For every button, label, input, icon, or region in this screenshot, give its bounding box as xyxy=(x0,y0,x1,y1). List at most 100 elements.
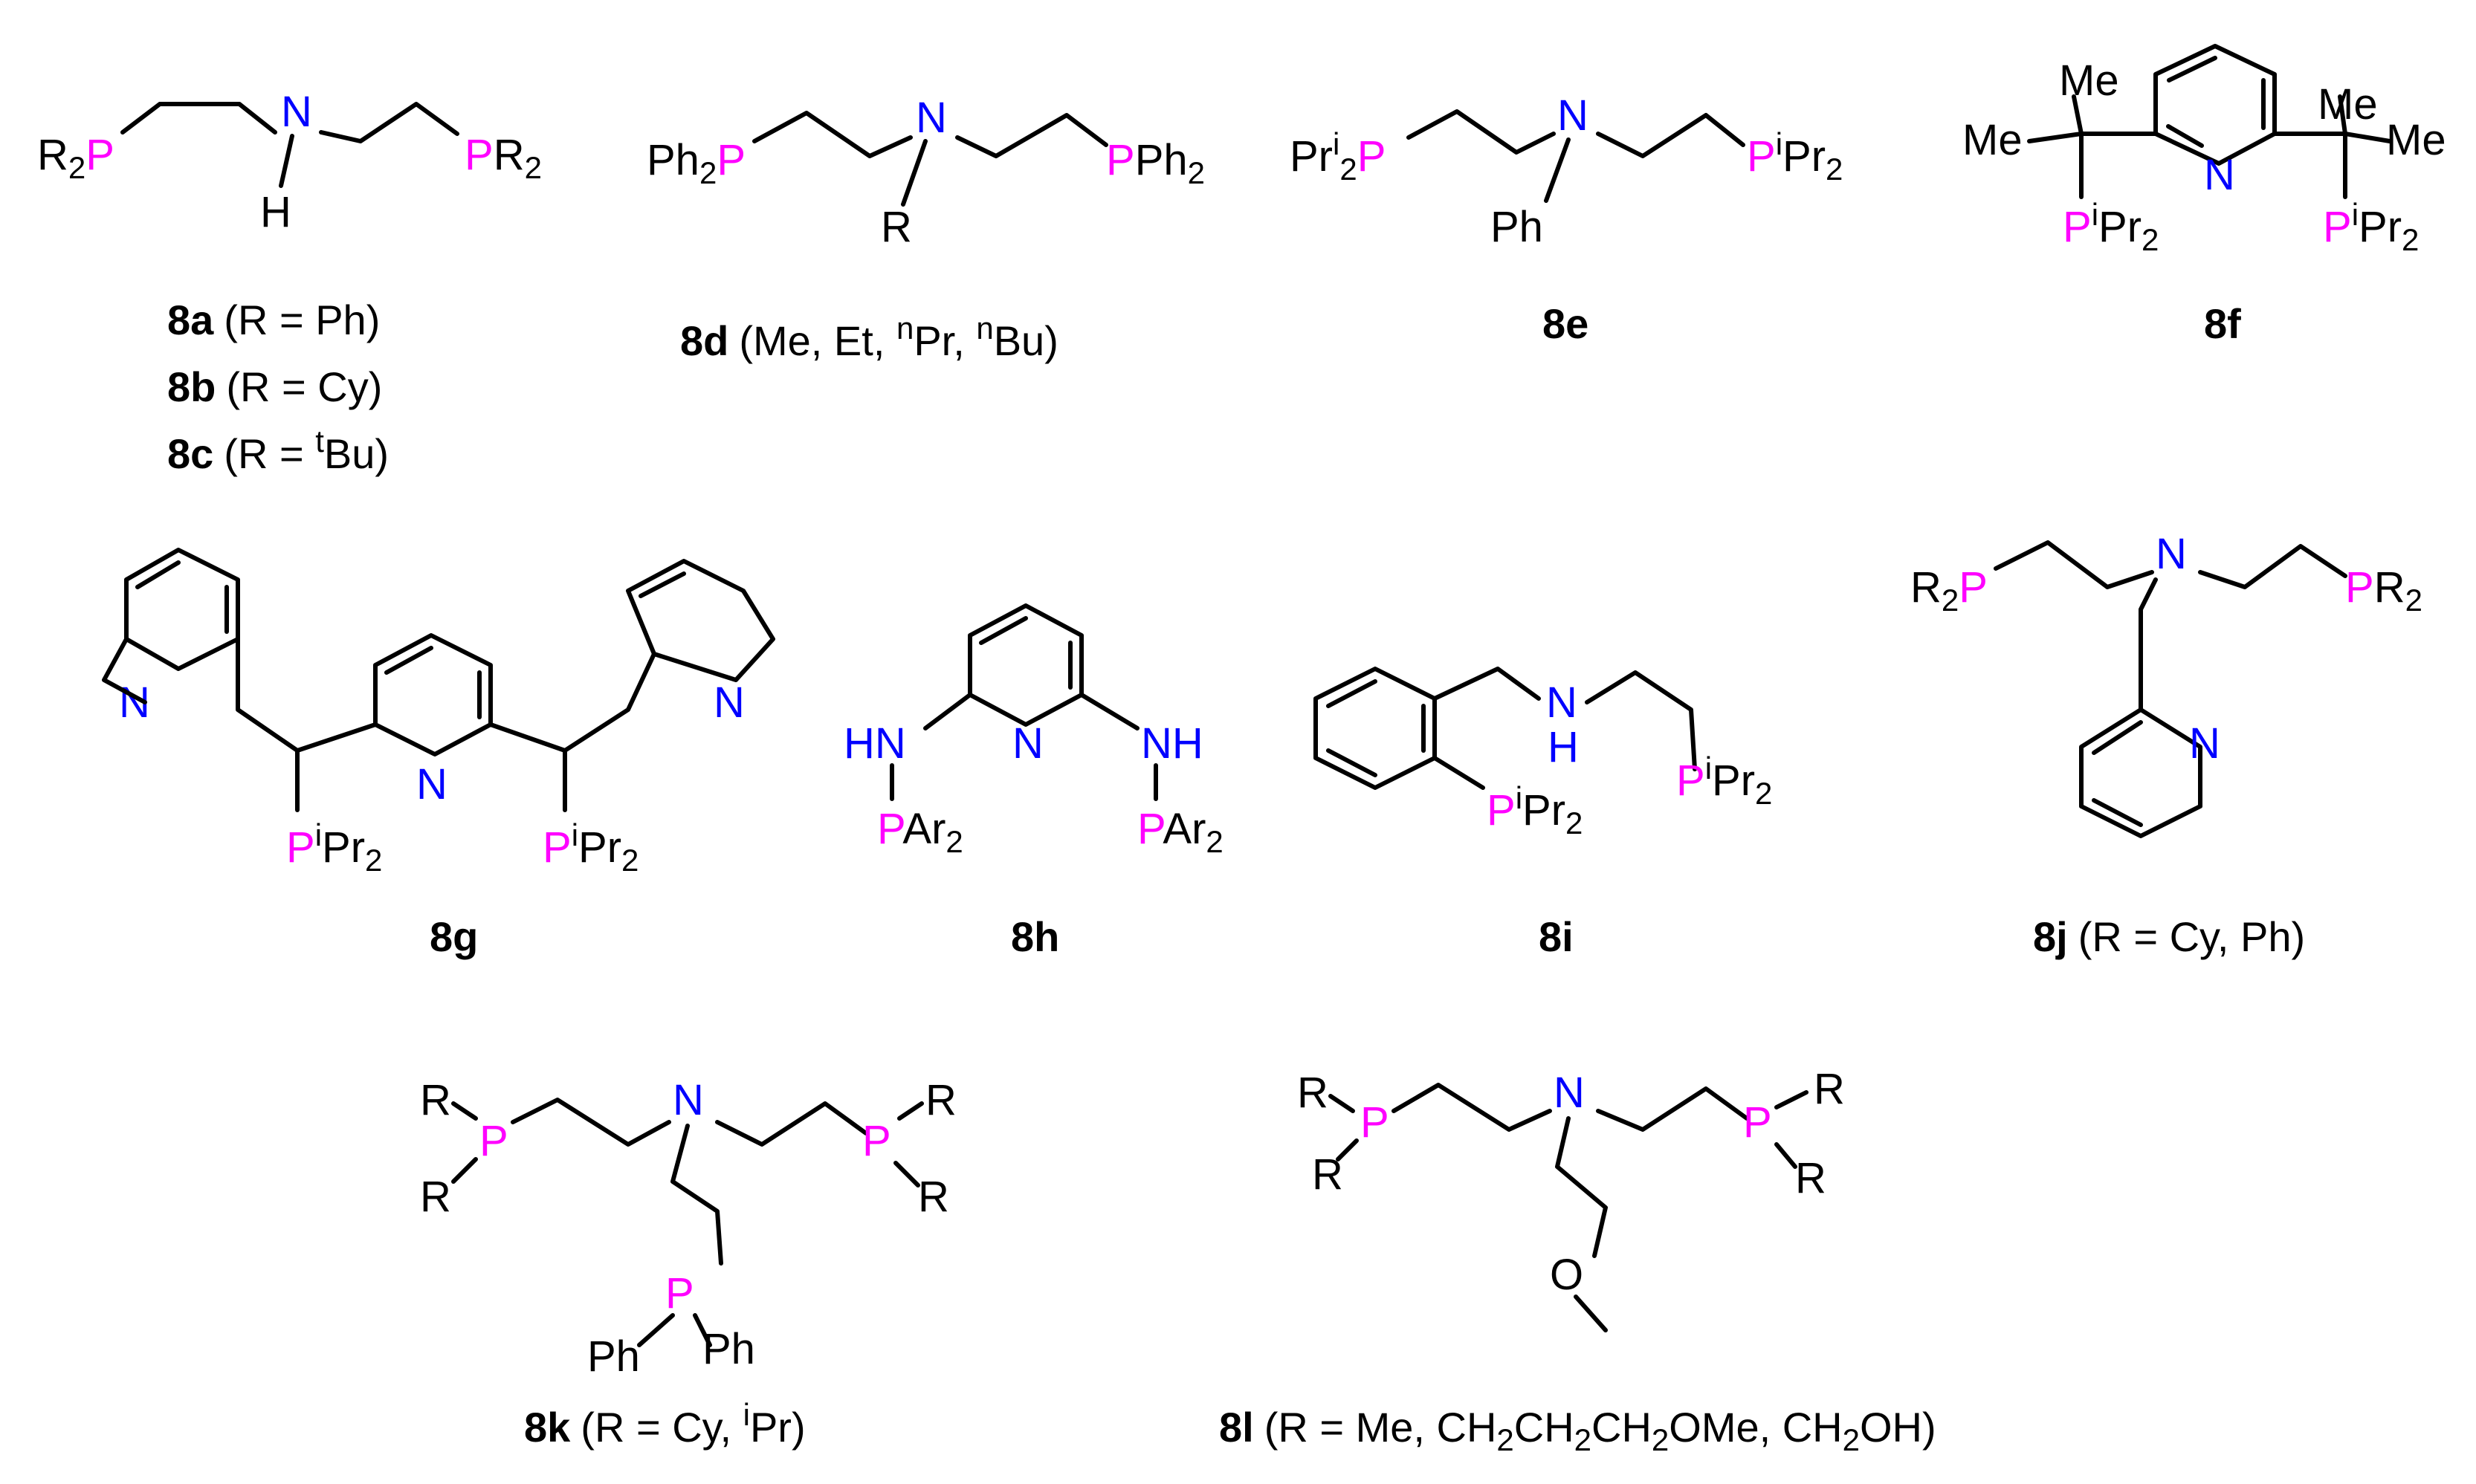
nitrogen-atom: N xyxy=(916,94,947,142)
nitrogen-atom: N xyxy=(281,88,312,136)
subscript-2: 2 xyxy=(699,155,717,190)
phosphorus-atom: P xyxy=(1747,132,1776,181)
group-pr: Pr xyxy=(1522,786,1565,835)
ethylene-bridge xyxy=(1585,670,1697,771)
compound-label-8j: 8j xyxy=(2033,913,2068,960)
phosphorus-atom: P xyxy=(1743,1098,1772,1147)
compound-label-8g: 8g xyxy=(430,913,478,960)
ethylene-bridge-left xyxy=(752,111,913,158)
pyridine-ring xyxy=(124,548,240,671)
group-r: R xyxy=(1795,1154,1826,1202)
phosphorus-atom: P xyxy=(85,131,114,179)
phosphorus-atom: P xyxy=(286,823,315,872)
subscript-2: 2 xyxy=(2142,222,2159,257)
group-r: R xyxy=(2374,563,2405,612)
superscript-t: t xyxy=(315,424,324,459)
svg-text:8a(R = Ph): 8a(R = Ph) xyxy=(167,297,380,343)
n-h-bond xyxy=(279,134,294,188)
group-r: R xyxy=(918,1173,949,1221)
structure-8i: N H PiPr2 PiPr2 8i xyxy=(1313,667,1772,960)
svg-text:PiPr2: PiPr2 xyxy=(1676,751,1772,811)
group-ph: Ph xyxy=(647,136,699,184)
compound-caption: (R = Ph) xyxy=(224,297,380,343)
group-r: R xyxy=(420,1173,451,1221)
structure-8h: N HN PAr2 NH PAr2 8h xyxy=(844,603,1224,960)
group-me: Me xyxy=(2318,80,2378,129)
compound-label-8e: 8e xyxy=(1542,300,1588,347)
phosphorus-atom: P xyxy=(1487,786,1516,835)
subscript-2: 2 xyxy=(1942,583,1959,618)
subscript-2: 2 xyxy=(1206,824,1223,859)
hydrogen-atom: H xyxy=(1548,723,1579,771)
compound-caption: Bu) xyxy=(994,317,1058,364)
group-ar: Ar xyxy=(1163,805,1206,853)
svg-text:PiPr2: PiPr2 xyxy=(1487,780,1583,840)
group-pr: Pr xyxy=(2359,203,2402,251)
svg-text:Ph2P: Ph2P xyxy=(647,136,746,190)
ethylene-bridge-left xyxy=(1391,1083,1552,1132)
oxygen-atom: O xyxy=(1550,1251,1583,1299)
compound-caption: (R = Cy, Ph) xyxy=(2078,913,2305,960)
n-ph-bond xyxy=(1544,137,1571,203)
compound-caption: (R = Cy) xyxy=(226,363,382,410)
svg-text:R2P: R2P xyxy=(37,131,114,185)
group-ph: Ph xyxy=(587,1332,640,1381)
nitrogen-atom: N xyxy=(1557,91,1588,140)
group-pr: Pr xyxy=(1782,132,1826,181)
svg-text:PAr2: PAr2 xyxy=(1137,805,1224,859)
svg-text:8b(R = Cy): 8b(R = Cy) xyxy=(167,363,382,410)
subscript-2: 2 xyxy=(1339,152,1357,187)
structure-8l: R R P N P R R O 8l(R = Me, CH2CH2CH2OMe,… xyxy=(1219,1065,1936,1457)
compound-label-8k: 8k xyxy=(524,1404,571,1451)
superscript-i: i xyxy=(1705,751,1712,785)
nitrogen-atom: N xyxy=(2189,719,2220,768)
phosphorus-atom: P xyxy=(665,1269,694,1318)
phosphorus-atom: P xyxy=(2063,203,2092,251)
group-me: Me xyxy=(1962,116,2023,164)
group-pr: Pr xyxy=(1290,132,1333,181)
subscript-2: 2 xyxy=(68,150,85,185)
subscript-2: 2 xyxy=(1496,1422,1513,1457)
superscript-i: i xyxy=(315,817,322,852)
phosphorus-atom: P xyxy=(1360,1098,1389,1147)
ethylene-bridge-left xyxy=(511,1098,671,1147)
ethylene-bridge-right xyxy=(2198,544,2347,589)
ethylene-bridge-right xyxy=(955,113,1108,158)
group-r: R xyxy=(494,131,525,179)
compound-caption: (R = xyxy=(224,430,315,477)
compound-caption: Pr, xyxy=(914,317,976,364)
group-ar: Ar xyxy=(902,805,946,853)
pyridine-ring xyxy=(2079,707,2202,838)
svg-text:8d(Me, Et, nPr, nBu): 8d(Me, Et, nPr, nBu) xyxy=(680,311,1058,364)
benzylic-chain xyxy=(1432,667,1541,701)
nh-group: NH xyxy=(1141,719,1203,768)
nitrogen-atom: N xyxy=(2204,151,2235,199)
group-me: Me xyxy=(2386,116,2446,164)
svg-text:PiPr2: PiPr2 xyxy=(2323,197,2419,257)
compound-label-8a: 8a xyxy=(167,297,214,343)
structure-8d: Ph2P N R PPh2 8d(Me, Et, nPr, nBu) xyxy=(647,94,1205,364)
svg-text:8j(R = Cy, Ph): 8j(R = Cy, Ph) xyxy=(2033,913,2305,960)
methoxyethyl-chain xyxy=(1555,1116,1608,1258)
nitrogen-atom: N xyxy=(714,678,745,727)
structure-8j: R2P N PR2 N 8j(R = Cy, Ph) xyxy=(1910,530,2422,960)
group-r: R xyxy=(1910,563,1942,612)
svg-text:Pri2P: Pri2P xyxy=(1290,126,1386,187)
picolyl-linker xyxy=(2139,577,2158,712)
group-pr: Pr xyxy=(1712,756,1755,805)
svg-text:PiPr2: PiPr2 xyxy=(543,817,639,878)
nitrogen-atom: N xyxy=(1546,678,1577,727)
group-r: R xyxy=(420,1076,451,1124)
phosphorus-atom: P xyxy=(543,823,572,872)
nitrogen-atom: N xyxy=(2156,530,2187,578)
group-ph: Ph xyxy=(702,1325,755,1373)
compound-label-8d: 8d xyxy=(680,317,728,364)
n-r-bond xyxy=(901,139,928,207)
nitrogen-atom: N xyxy=(416,760,447,809)
nitrogen-atom: N xyxy=(1012,719,1044,768)
pyridine-ring xyxy=(626,559,775,682)
compound-caption: (Me, Et, xyxy=(739,317,896,364)
subscript-2: 2 xyxy=(365,843,382,878)
compound-label-8b: 8b xyxy=(167,363,216,410)
